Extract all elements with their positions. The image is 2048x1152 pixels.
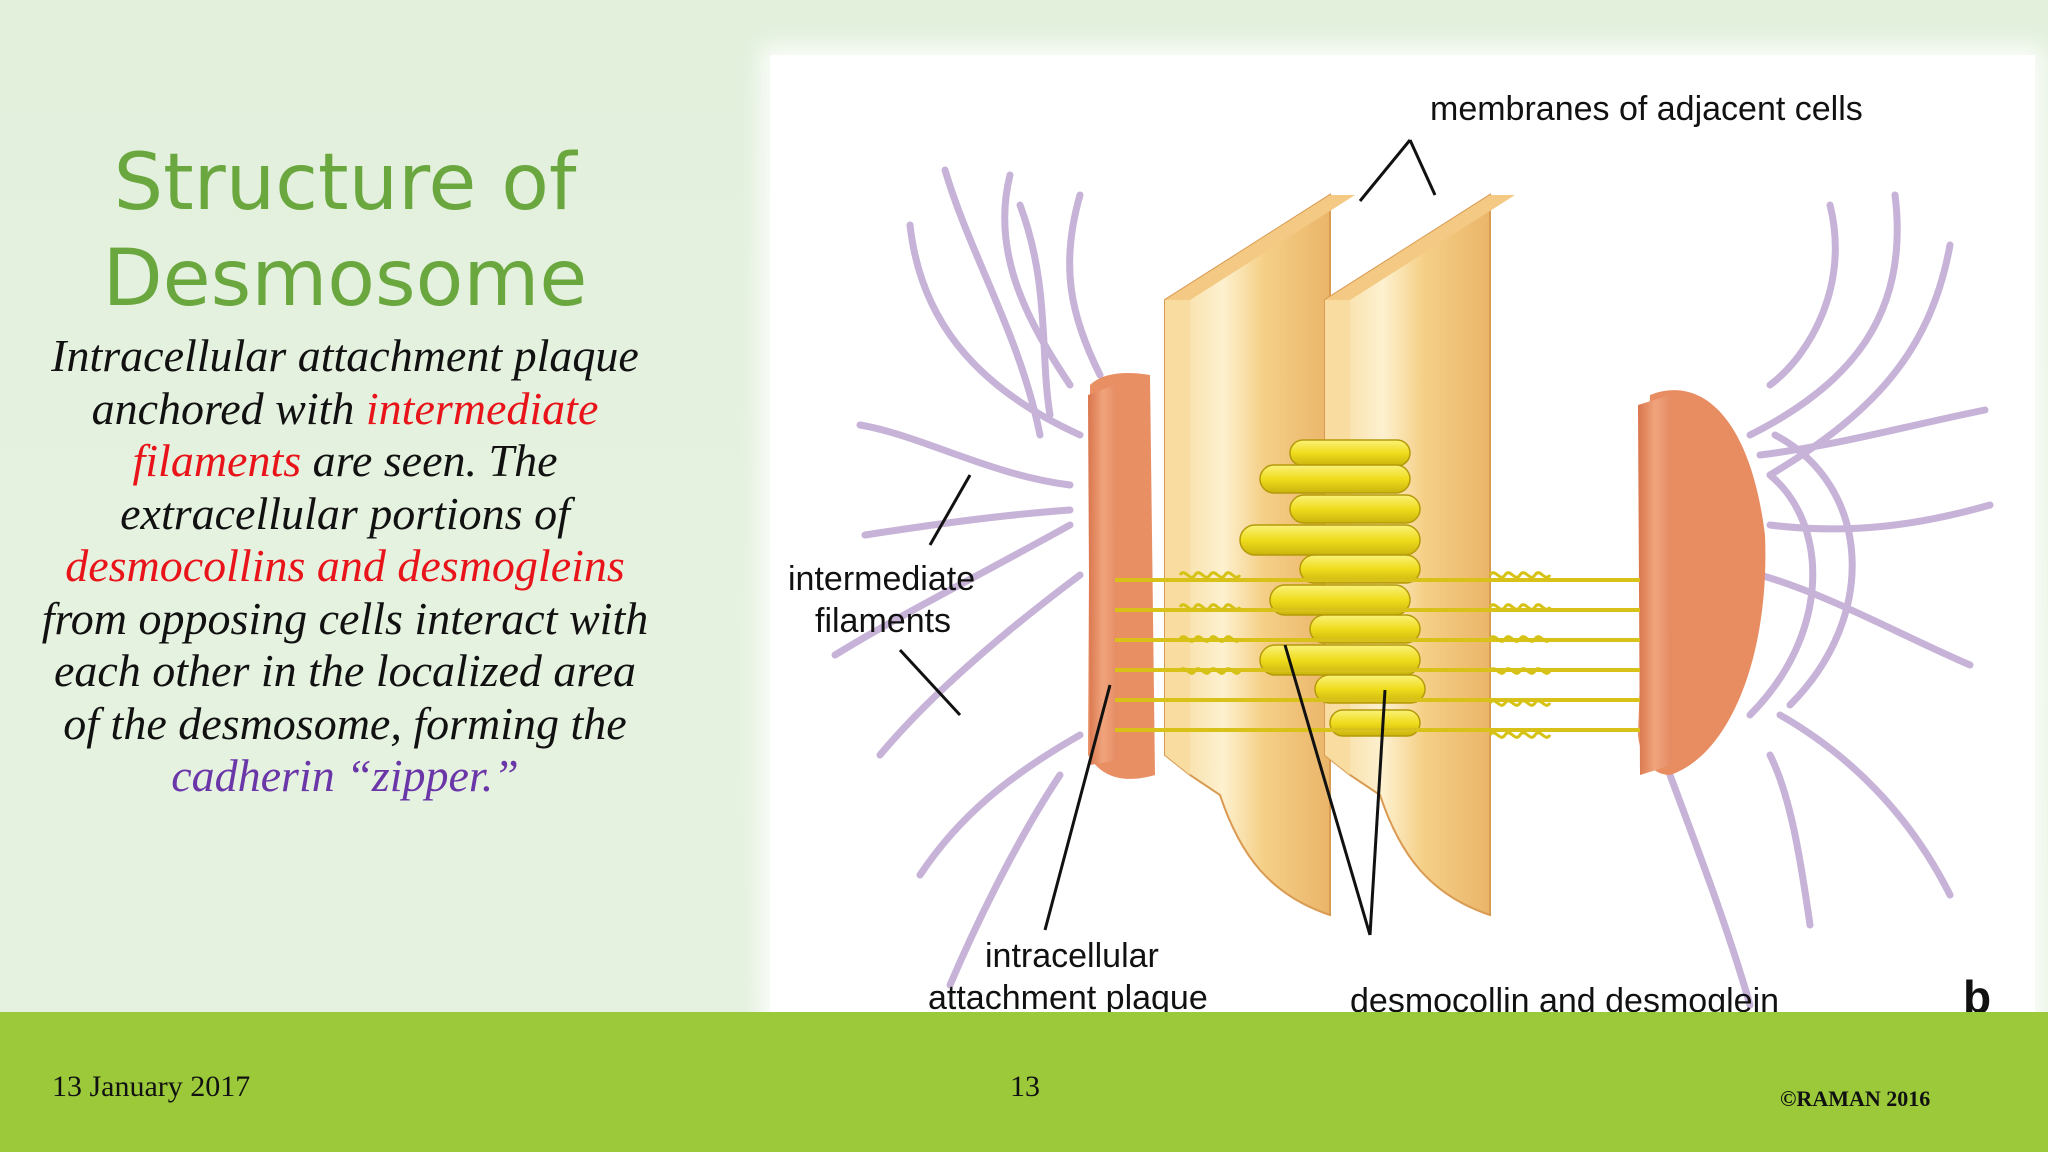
label-filaments-line1: intermediate: [788, 560, 975, 598]
slide-body: Intracellular attachment plaque anchored…: [40, 330, 650, 803]
footer-bar: [0, 1012, 2048, 1152]
body-highlight-intermediate-filaments: intermediate filaments: [132, 382, 599, 487]
label-filaments-line2: filaments: [815, 602, 951, 640]
membrane-left: [1164, 193, 1355, 917]
label-plaque-line1: intracellular: [985, 937, 1159, 975]
label-membranes: membranes of adjacent cells: [1430, 90, 1863, 128]
desmosome-figure: membranes of adjacent cells intermediate…: [770, 55, 2035, 1037]
desmocollin-desmoglein-rods: [1239, 439, 1426, 737]
cadherin-coils: [1178, 571, 1552, 739]
footer-copyright: ©RAMAN 2016: [1780, 1086, 1931, 1111]
body-text: Intracellular attachment plaque anchored…: [51, 330, 639, 434]
footer-page-number: 13: [1010, 1070, 1040, 1103]
slide-title: Structure of Desmosome: [102, 138, 588, 324]
intracellular-plaque-right: [1638, 390, 1766, 775]
body-text: from opposing cells interact with each o…: [41, 592, 649, 749]
body-highlight-cadherin-zipper: cadherin “zipper.”: [171, 750, 519, 801]
body-text: are seen. The extracellular portions of: [120, 435, 570, 539]
desmosome-illustration: membranes of adjacent cells intermediate…: [788, 90, 1994, 1023]
intermediate-filaments-right: [1666, 191, 1994, 1009]
leader-lines: [898, 139, 1437, 936]
intracellular-plaque-left: [1088, 373, 1155, 779]
label-plaque-line2: attachment plaque: [928, 979, 1208, 1017]
intermediate-filaments-left: [831, 166, 1104, 989]
footer-date: 13 January 2017: [52, 1070, 251, 1103]
body-highlight-desmocollins: desmocollins and desmogleins: [65, 540, 625, 591]
